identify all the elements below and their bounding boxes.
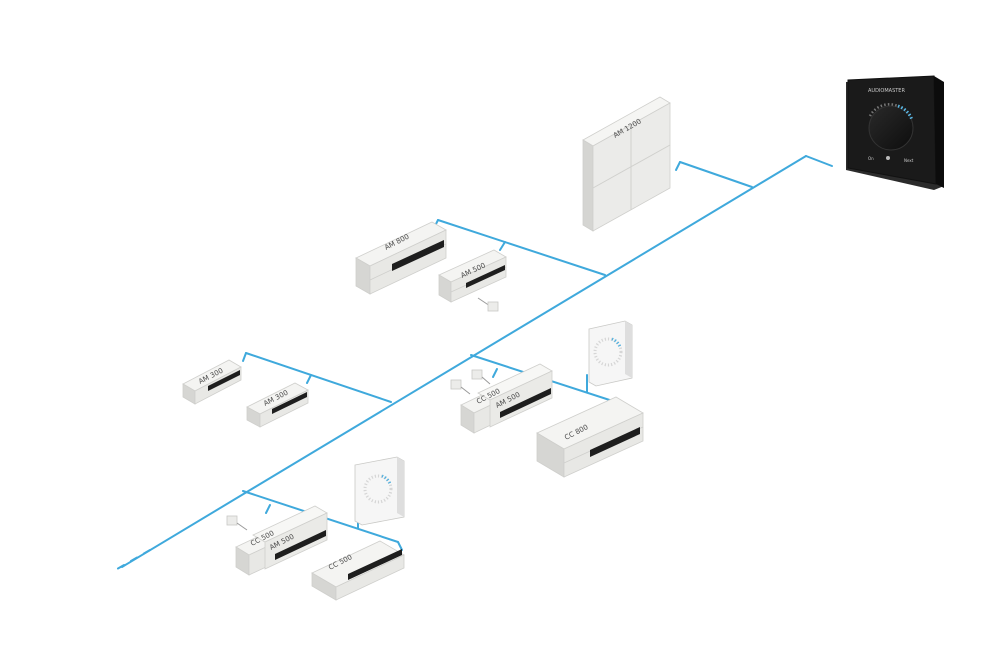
panel-brand: AUDIOMASTER (868, 88, 905, 94)
device-am1200[interactable]: AM 1200 (582, 96, 671, 232)
panel-left-label: On (868, 156, 874, 161)
panel-knob[interactable] (868, 105, 914, 151)
bus-branch-upper-left (437, 219, 606, 276)
device-am500-upper[interactable]: AM 500 (438, 249, 507, 312)
bus-branch-am1200 (679, 161, 753, 188)
bus-stub-panel (805, 155, 833, 167)
bus-lines (111, 155, 833, 573)
device-cc500-low[interactable]: CC 500 (311, 540, 405, 601)
room-sensor-mid-a (450, 379, 462, 390)
device-group-mid[interactable]: CC 500 AM 500 (460, 363, 553, 434)
wall-controller-low[interactable] (354, 456, 405, 526)
wall-controller-mid[interactable] (588, 320, 633, 387)
room-sensor-mid-b (471, 369, 483, 380)
bus-branch-left (245, 352, 392, 403)
room-sensors-mid (450, 369, 491, 395)
room-sensor-upper (487, 301, 499, 312)
main-bus-line (121, 155, 807, 568)
device-am800[interactable]: AM 800 (355, 221, 447, 295)
panel-right-label: Next (904, 158, 914, 163)
device-group-low[interactable]: CC 500 AM 500 (235, 505, 328, 576)
device-am300-a[interactable]: AM 300 (182, 359, 242, 405)
bus-dashed-extension (111, 549, 151, 573)
master-panel[interactable]: AUDIOMASTER On Next (846, 75, 944, 190)
device-cc800[interactable]: CC 800 (536, 396, 644, 478)
panel-center-button[interactable] (886, 156, 890, 160)
room-sensor-low (226, 515, 248, 531)
device-am300-b[interactable]: AM 300 (246, 382, 309, 428)
